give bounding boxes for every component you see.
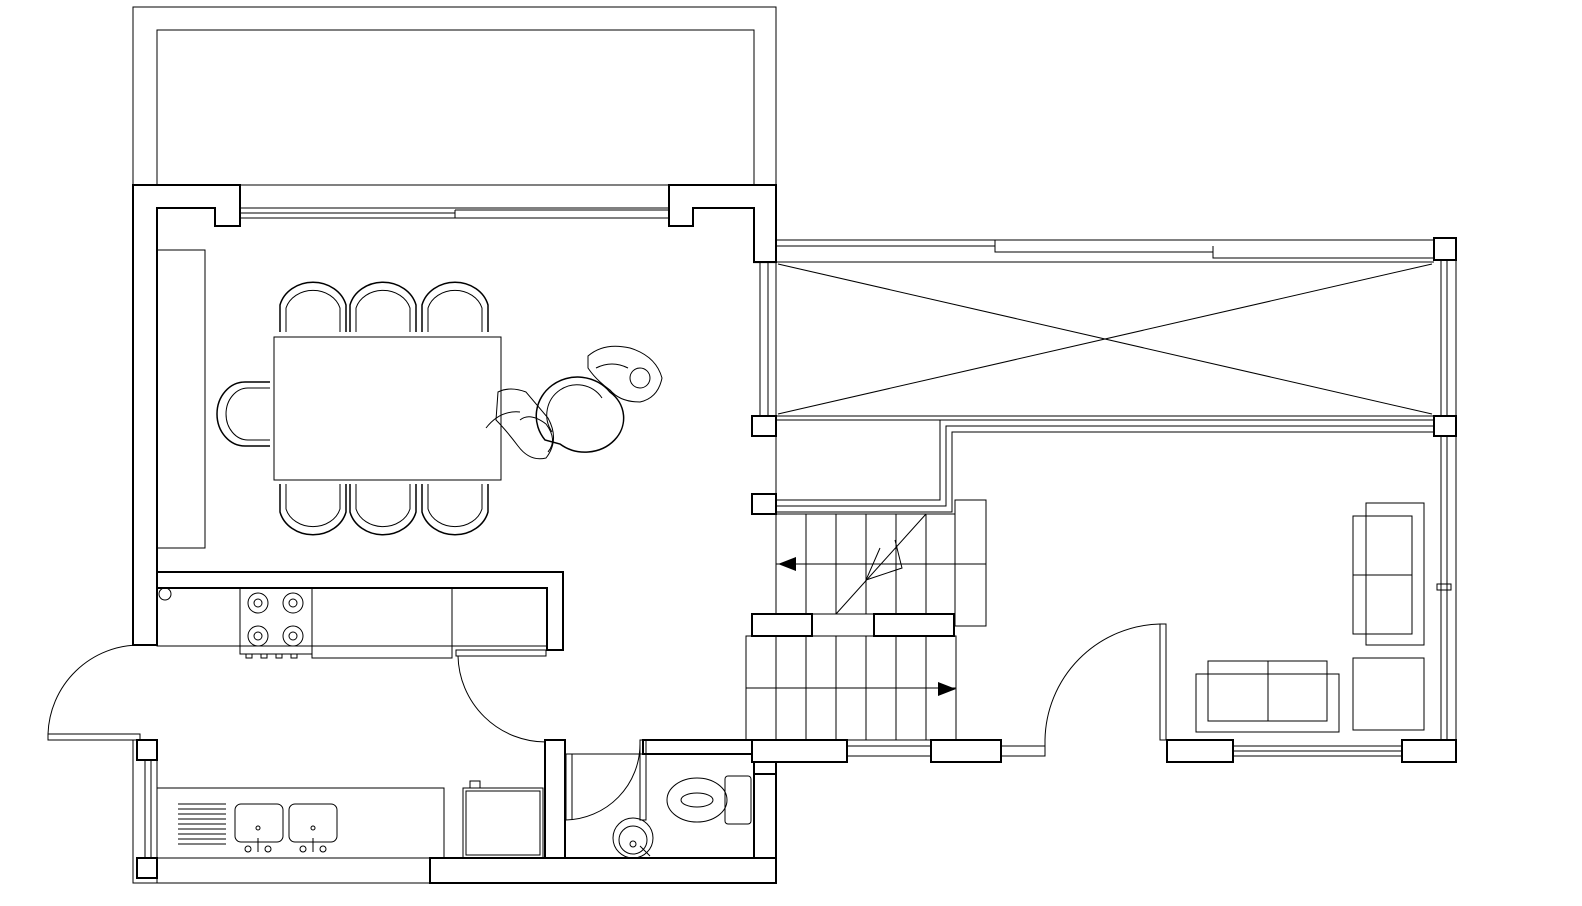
void-cross-2 bbox=[777, 263, 1433, 415]
dining-chair bbox=[349, 484, 417, 536]
walls bbox=[132, 184, 777, 884]
door-bathroom bbox=[565, 739, 647, 821]
washbasin bbox=[612, 817, 654, 859]
sofa bbox=[1195, 660, 1340, 733]
armchair bbox=[485, 376, 625, 460]
door-entry-living bbox=[1044, 623, 1167, 756]
appliance bbox=[462, 780, 544, 859]
counter-bottom bbox=[156, 787, 445, 859]
door-kitchen-left bbox=[47, 644, 141, 741]
sofa bbox=[1352, 502, 1425, 646]
dining-chair bbox=[421, 484, 489, 536]
sink-drain bbox=[158, 587, 172, 601]
armchair bbox=[587, 345, 663, 403]
sideboard bbox=[156, 249, 206, 549]
staircase bbox=[745, 499, 987, 741]
living-area bbox=[1195, 502, 1425, 733]
sink bbox=[234, 803, 284, 853]
door-kitchen-dining bbox=[455, 649, 547, 743]
sink bbox=[288, 803, 338, 853]
arrow-right bbox=[938, 682, 956, 696]
kitchen bbox=[156, 587, 548, 859]
balcony bbox=[132, 6, 777, 186]
bathroom bbox=[612, 775, 752, 859]
dining-table bbox=[273, 336, 502, 481]
stove bbox=[239, 587, 313, 659]
open-void bbox=[776, 237, 1457, 513]
dining-chair bbox=[349, 281, 417, 332]
dining-chair bbox=[216, 381, 270, 447]
dining-chair bbox=[421, 281, 489, 332]
dining-chair bbox=[279, 281, 347, 332]
armchair-living bbox=[1352, 657, 1425, 731]
dining-chair bbox=[279, 484, 347, 536]
lower-right-walls bbox=[751, 436, 1457, 763]
dining-area bbox=[156, 249, 663, 549]
arrow-left bbox=[778, 557, 860, 571]
toilet bbox=[666, 775, 752, 825]
drain-board bbox=[178, 803, 226, 845]
window-top-dining bbox=[239, 207, 670, 219]
